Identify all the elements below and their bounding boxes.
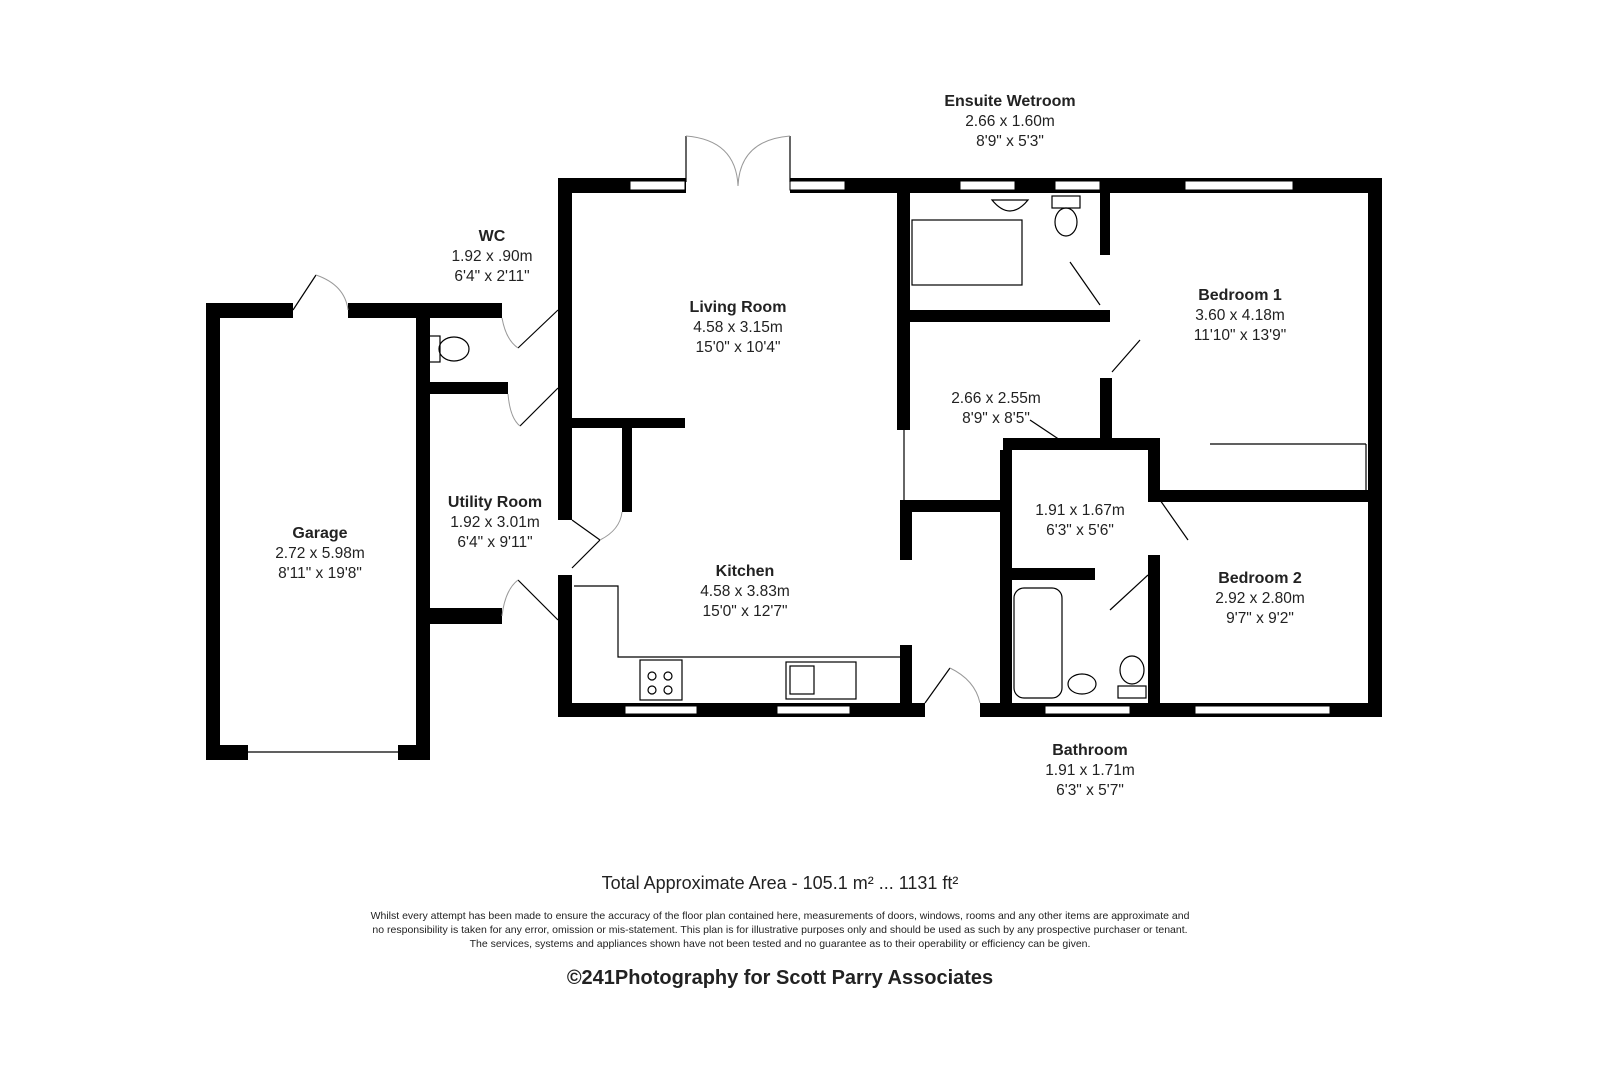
svg-text:3.60 x 4.18m: 3.60 x 4.18m [1195, 307, 1285, 324]
sink-icon [785, 661, 857, 700]
svg-text:8'9" x 5'3": 8'9" x 5'3" [976, 133, 1044, 150]
svg-text:1.92 x .90m: 1.92 x .90m [452, 248, 533, 265]
svg-text:4.58 x 3.83m: 4.58 x 3.83m [700, 583, 790, 600]
disclaimer-line: no responsibility is taken for any error… [372, 924, 1188, 936]
svg-text:2.66 x 2.55m: 2.66 x 2.55m [951, 390, 1041, 407]
svg-text:8'11" x 19'8": 8'11" x 19'8" [278, 565, 362, 582]
svg-text:6'3" x 5'6": 6'3" x 5'6" [1046, 522, 1114, 539]
toilet-icon [1054, 207, 1078, 237]
svg-text:15'0" x 12'7": 15'0" x 12'7" [702, 603, 787, 620]
svg-text:1.91 x 1.71m: 1.91 x 1.71m [1045, 762, 1135, 779]
copyright: ©241Photography for Scott Parry Associat… [566, 967, 994, 989]
svg-text:15'0" x 10'4": 15'0" x 10'4" [695, 339, 780, 356]
room-name: Ensuite Wetroom [944, 93, 1075, 110]
svg-text:11'10" x 13'9": 11'10" x 13'9" [1194, 327, 1286, 344]
bath-icon [1013, 587, 1063, 699]
room-name: Kitchen [716, 563, 775, 580]
disclaimer-line: Whilst every attempt has been made to en… [370, 910, 1190, 922]
room-name: WC [479, 228, 506, 245]
doors [292, 135, 1367, 704]
hob-icon [639, 659, 683, 701]
svg-text:8'9" x 8'5": 8'9" x 8'5" [962, 410, 1030, 427]
room-name: Living Room [690, 299, 787, 316]
disclaimer-line: The services, systems and appliances sho… [469, 938, 1091, 950]
svg-text:9'7" x 9'2": 9'7" x 9'2" [1226, 610, 1294, 627]
room-name: Bedroom 1 [1198, 287, 1282, 304]
svg-text:1.92 x 3.01m: 1.92 x 3.01m [450, 514, 540, 531]
svg-text:4.58 x 3.15m: 4.58 x 3.15m [693, 319, 783, 336]
room-labels: Ensuite Wetroom 2.66 x 1.60m 8'9" x 5'3"… [275, 93, 1305, 799]
svg-text:6'4" x 2'11": 6'4" x 2'11" [454, 268, 529, 285]
svg-text:6'3" x 5'7": 6'3" x 5'7" [1056, 782, 1124, 799]
windows [624, 180, 1331, 715]
svg-text:2.72 x 5.98m: 2.72 x 5.98m [275, 545, 365, 562]
disclaimer: Whilst every attempt has been made to en… [0, 909, 1560, 951]
basin-icon [1067, 673, 1097, 695]
fixtures [427, 195, 1147, 701]
toilet-icon [1119, 655, 1145, 685]
basin-icon [990, 199, 1030, 212]
svg-text:6'4" x 9'11": 6'4" x 9'11" [457, 534, 532, 551]
toilet-icon [438, 336, 470, 362]
room-name: Garage [292, 525, 347, 542]
total-area: Total Approximate Area - 105.1 m² ... 11… [601, 873, 959, 893]
svg-text:2.92 x 2.80m: 2.92 x 2.80m [1215, 590, 1305, 607]
walls [206, 178, 1382, 760]
room-name: Bathroom [1052, 742, 1128, 759]
shower-tray [911, 219, 1023, 286]
room-name: Utility Room [448, 494, 542, 511]
svg-text:2.66 x 1.60m: 2.66 x 1.60m [965, 113, 1055, 130]
room-name: Bedroom 2 [1218, 570, 1302, 587]
svg-text:1.91 x 1.67m: 1.91 x 1.67m [1035, 502, 1125, 519]
